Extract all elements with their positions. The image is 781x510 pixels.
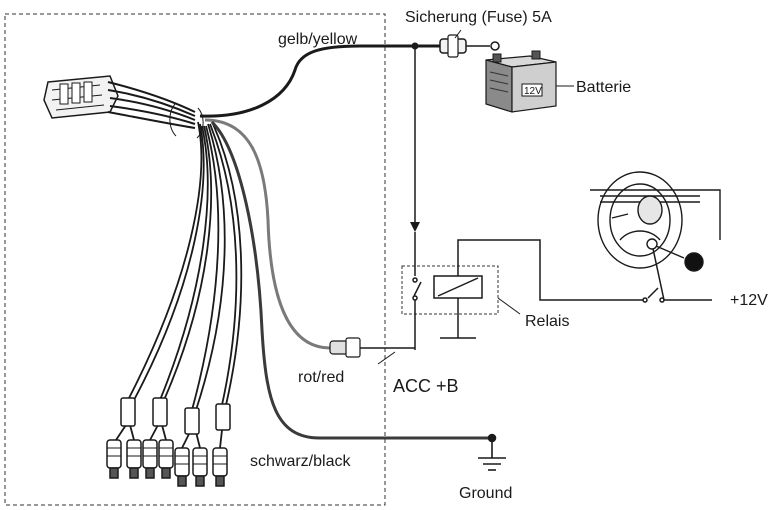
rca-sleeves	[120, 397, 231, 435]
ground-symbol	[478, 433, 506, 471]
red-wire	[204, 118, 331, 350]
red-wire-label: rot/red	[298, 369, 344, 386]
yellow-wire	[199, 44, 440, 118]
relay-label: Relais	[525, 313, 569, 330]
battery-icon	[485, 50, 557, 113]
relay-coil	[433, 239, 645, 339]
battery-label: Batterie	[576, 79, 631, 96]
fuse	[439, 29, 500, 58]
fuse-label: Sicherung (Fuse) 5A	[405, 9, 552, 26]
ignition-switch	[642, 243, 712, 303]
black-wire	[210, 120, 492, 440]
arrow-down-icon	[410, 222, 420, 232]
rca-cable-bundle	[115, 121, 243, 449]
black-wire-label: schwarz/black	[250, 453, 351, 470]
acc-label: ACC +B	[393, 376, 459, 396]
rca-plugs	[106, 439, 228, 487]
battery-voltage-label: 12V	[524, 86, 542, 97]
wire-harness-connector	[43, 75, 204, 139]
yellow-wire-label: gelb/yellow	[278, 31, 358, 48]
ground-label: Ground	[459, 485, 512, 502]
relay-switch	[412, 232, 422, 350]
module-boundary	[4, 13, 386, 506]
acc-connector	[329, 337, 415, 365]
relay-box	[401, 265, 499, 315]
plus12v-label: +12V	[730, 292, 768, 309]
steering-wheel-icon	[590, 171, 721, 272]
